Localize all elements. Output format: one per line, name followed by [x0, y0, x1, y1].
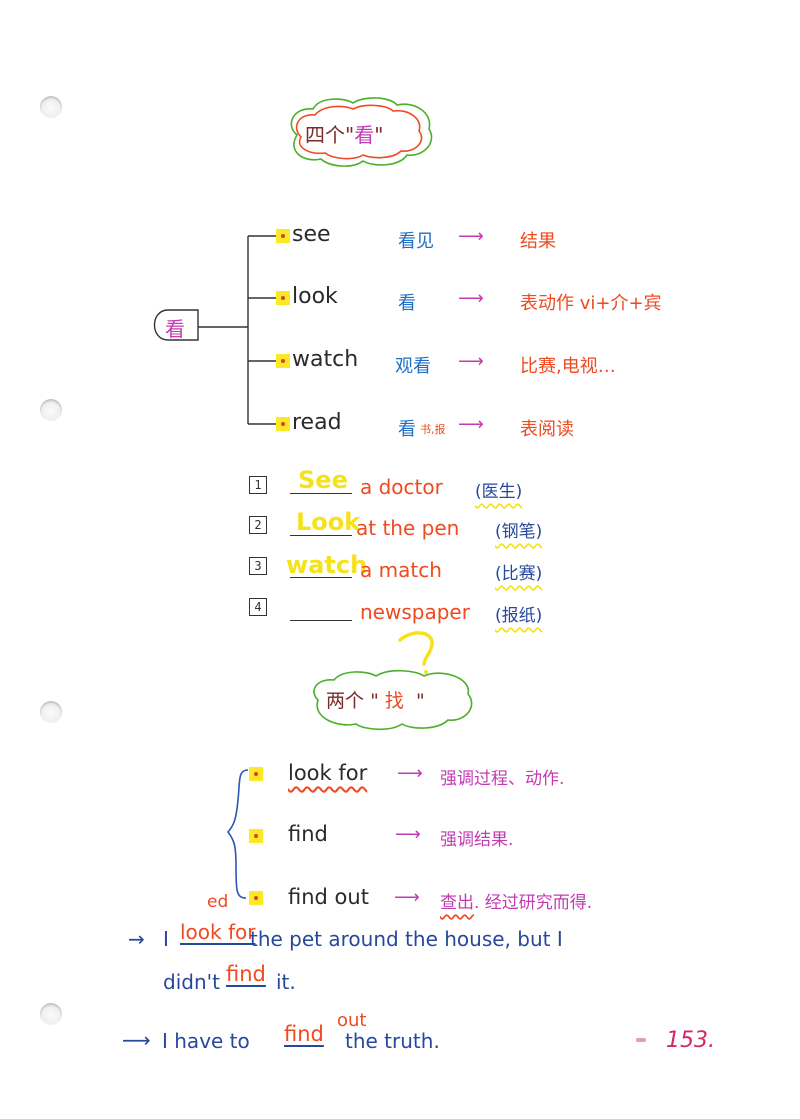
arrow-icon: →: [128, 927, 145, 951]
bullet-marker: [276, 354, 290, 368]
vocab-note: 比赛,电视…: [520, 356, 616, 377]
title-prefix: 两个: [326, 690, 365, 712]
arrow-icon: ⟶: [122, 1028, 151, 1052]
vocab-note: 查出. 经过研究而得.: [440, 888, 592, 913]
pencil-mark-icon: [636, 1038, 646, 1042]
answer-text: See: [298, 466, 348, 494]
arrow-icon: ⟶: [395, 824, 421, 845]
answer-text: watch: [286, 551, 368, 579]
vocab-note: 强调过程、动作.: [440, 769, 565, 789]
sentence-start: I: [163, 927, 169, 951]
exercise-gloss: (比赛): [495, 564, 543, 584]
arrow-icon: ⟶: [394, 887, 420, 908]
vocab-word: see: [292, 222, 331, 247]
exercise-number: 4: [249, 598, 267, 616]
vocab-meaning: 观看: [395, 356, 431, 377]
vocab-note: 结果: [520, 231, 556, 252]
vocab-meaning: 看见: [398, 231, 434, 252]
exercise-number: 3: [249, 557, 267, 575]
title-word: 看: [354, 123, 375, 147]
page-number: 153.: [666, 1028, 715, 1053]
binder-hole: [40, 701, 62, 723]
binder-hole: [40, 399, 62, 421]
exercise-gloss: (报纸): [495, 606, 543, 626]
vocab-note: 表动作 vi+介+宾: [520, 293, 662, 314]
vocab-word: watch: [292, 347, 359, 372]
note-rest: . 经过研究而得.: [474, 893, 593, 913]
vocab-word: find: [288, 822, 328, 846]
cloud-outline-icon: [313, 669, 473, 731]
arrow-icon: ⟶: [458, 351, 484, 372]
answer-text: find: [226, 962, 266, 986]
binder-hole: [40, 1003, 62, 1025]
title-prefix: 四个: [305, 123, 345, 147]
vocab-word: look for: [288, 761, 368, 785]
correction-mark: ed: [207, 892, 229, 912]
answer-text: Look: [296, 508, 361, 536]
vocab-word: look: [292, 284, 338, 309]
vocab-meaning: 看: [398, 293, 416, 314]
arrow-icon: ⟶: [458, 288, 484, 309]
answer-text: look for: [180, 920, 256, 944]
vocab-meaning-suffix: 书,报: [420, 423, 446, 436]
sentence-rest: the truth.: [345, 1029, 440, 1053]
exercise-number: 1: [249, 476, 267, 494]
answer-blank: [290, 493, 352, 494]
exercise-phrase: a doctor: [360, 475, 443, 499]
sentence-start: I have to: [162, 1029, 250, 1053]
title-word: 找: [384, 690, 404, 712]
root-node: 看: [165, 317, 185, 341]
exercise-phrase: a match: [360, 558, 442, 582]
exercise-phrase: at the pen: [356, 516, 460, 540]
cloud-outline-icon: [290, 97, 433, 167]
arrow-icon: ⟶: [458, 226, 484, 247]
bullet-marker: [249, 767, 263, 781]
bullet-marker: [276, 417, 290, 431]
sentence-rest: it.: [276, 970, 296, 994]
quote-close: ": [415, 690, 425, 712]
quote-open: ": [370, 690, 379, 712]
bullet-marker: [249, 829, 263, 843]
vocab-note: 强调结果.: [440, 830, 514, 850]
answer-extra: out: [337, 1010, 367, 1031]
arrow-icon: ⟶: [397, 763, 423, 784]
answer-blank: [290, 620, 352, 621]
answer-blank: [290, 535, 352, 536]
vocab-word: read: [292, 410, 342, 435]
exercise-phrase: newspaper: [360, 600, 470, 624]
sentence-start: didn't: [163, 970, 220, 994]
vocab-meaning: 看: [398, 419, 416, 440]
exercise-number: 2: [249, 516, 267, 534]
quote-close: ": [374, 123, 384, 147]
bullet-marker: [249, 891, 263, 905]
bullet-marker: [276, 229, 290, 243]
exercise-gloss: (医生): [475, 482, 523, 502]
binder-hole: [40, 96, 62, 118]
section1-title-cloud: 四个"看": [283, 95, 438, 170]
section2-title-cloud: 两个 " 找 ": [308, 664, 478, 734]
bullet-marker: [276, 291, 290, 305]
sentence-rest: the pet around the house, but I: [250, 927, 563, 951]
vocab-word: find out: [288, 885, 369, 909]
arrow-icon: ⟶: [458, 414, 484, 435]
answer-text: find: [284, 1022, 324, 1046]
quote-open: ": [345, 123, 355, 147]
vocab-note: 表阅读: [520, 419, 574, 440]
exercise-gloss: (钢笔): [495, 522, 543, 542]
answer-blank: [290, 577, 352, 578]
note-underlined: 查出: [440, 893, 474, 913]
